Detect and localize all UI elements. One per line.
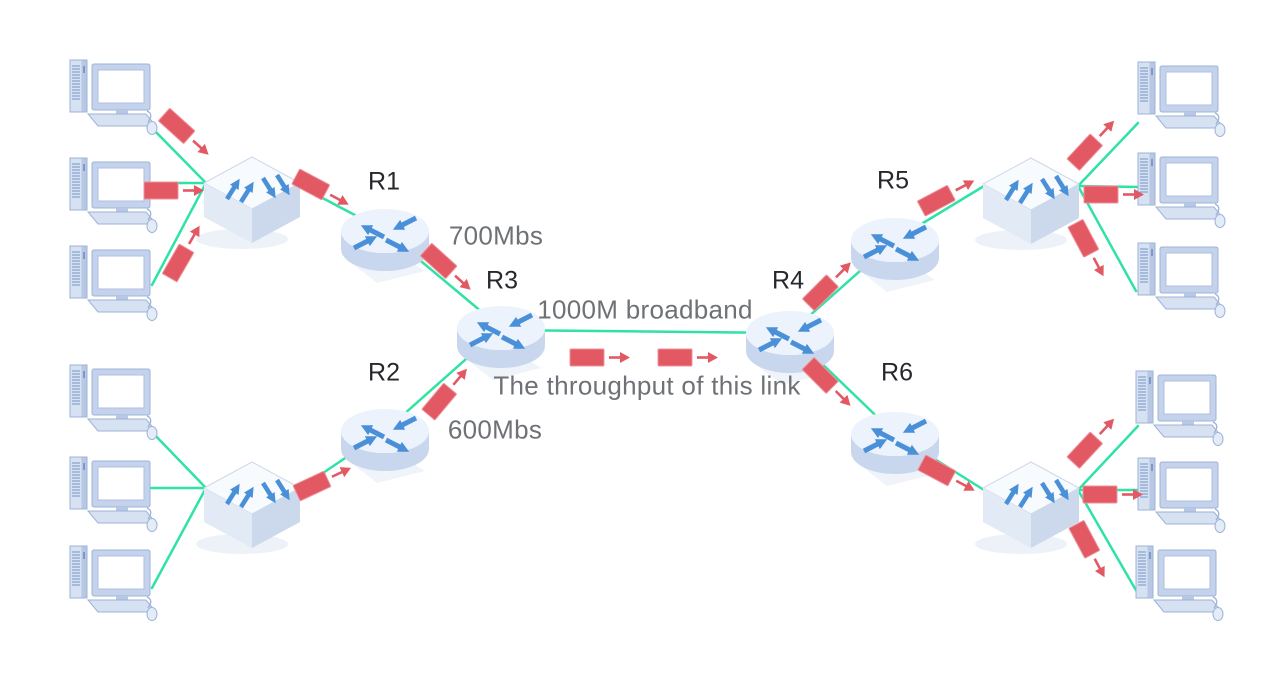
- link-pc1-sw1: [148, 124, 208, 185]
- computer-icon-pc9: [1137, 242, 1226, 319]
- packet-icon-sw3-pc8: [1082, 184, 1146, 205]
- computer-icon-pc4: [69, 364, 158, 441]
- router-icon-r6: [851, 412, 939, 486]
- link-sw3-pc7: [1076, 121, 1140, 188]
- link-pc3-sw1: [150, 181, 208, 287]
- bandwidth-label-r2-r3: 600Mbs: [447, 414, 543, 445]
- router-label-r4: R4: [772, 266, 804, 295]
- packet-icon-sw4-pc11: [1081, 484, 1145, 505]
- router-label-r5: R5: [877, 166, 909, 195]
- router-icon-r1: [341, 209, 429, 283]
- packet-icon-sw1-r1: [290, 167, 355, 214]
- router-label-r2: R2: [368, 358, 400, 387]
- router-label-r6: R6: [881, 358, 913, 387]
- switch-icon-sw2: [196, 462, 300, 554]
- switch-icon-sw4: [975, 462, 1079, 554]
- packet-icon-r4-r6: [800, 356, 858, 414]
- computer-icon-pc1: [69, 59, 158, 136]
- computer-icon-pc6: [69, 545, 158, 622]
- packet-icon-pc1-sw1: [157, 106, 216, 163]
- router-icon-r3: [457, 306, 545, 380]
- link-r3-r4: [499, 328, 792, 335]
- router-icon-r5: [851, 218, 939, 292]
- packet-icon-sw4-pc12: [1067, 518, 1114, 583]
- link-sw4-pc10: [1076, 424, 1140, 492]
- computer-icon-pc12: [1135, 545, 1224, 622]
- packet-icon-sw3-pc7: [1065, 113, 1122, 172]
- bandwidth-label-r1-r3: 700Mbs: [448, 220, 544, 251]
- computer-icon-pc5: [69, 456, 158, 533]
- computer-icon-pc7: [1137, 61, 1226, 138]
- packet-icon-r3-r4-b: [656, 347, 720, 368]
- router-label-r1: R1: [368, 167, 400, 196]
- router-label-r3: R3: [486, 266, 518, 295]
- switch-nodes: [196, 157, 1079, 554]
- switch-icon-sw1: [196, 157, 300, 249]
- link-pc4-sw2: [148, 428, 208, 490]
- packet-icon-r3-r4-a: [568, 347, 632, 368]
- packet-icon-r4-r5: [801, 255, 859, 313]
- computer-icon-pc10: [1135, 370, 1224, 447]
- computer-icon-pc3: [69, 245, 158, 322]
- bandwidth-label-r3-r4: 1000M broadband: [537, 294, 753, 325]
- packet-icon-sw2-r2: [291, 458, 356, 503]
- packet-icon-pc2-sw1: [142, 180, 206, 201]
- packet-icon-r6-sw4: [916, 453, 981, 500]
- router-icon-r2: [341, 409, 429, 483]
- link-pc6-sw2: [150, 486, 208, 590]
- throughput-note-label: The throughput of this link: [493, 370, 801, 401]
- switch-icon-sw3: [975, 158, 1079, 250]
- packet-icon-sw4-pc10: [1065, 411, 1122, 470]
- computer-icon-pc11: [1137, 457, 1226, 534]
- computer-icon-pc8: [1137, 152, 1226, 229]
- packet-icon-sw3-pc9: [1066, 217, 1113, 282]
- link-sw4-pc12: [1076, 488, 1139, 594]
